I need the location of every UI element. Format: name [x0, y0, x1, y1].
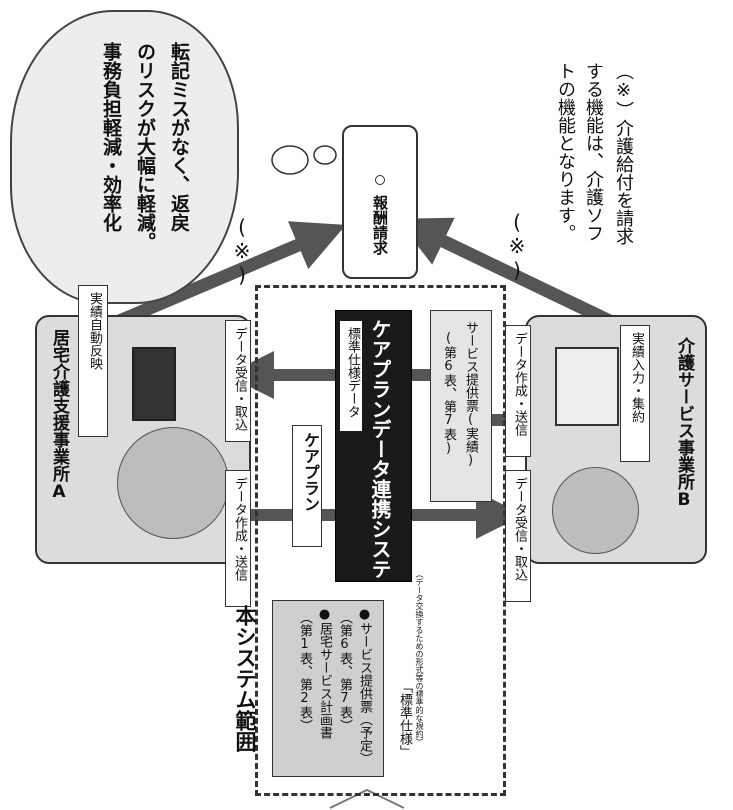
- office-a-send-tag: データ作成・送信: [225, 470, 251, 607]
- standard-spec-note: （データ交換するための形式等の標準的な規約）: [415, 570, 424, 746]
- system-scope: [255, 285, 506, 796]
- thought-bubble-small: [313, 145, 337, 165]
- note-mark-left: (※): [230, 215, 254, 287]
- claim-pin-icon: [375, 175, 385, 185]
- footnote-line-1: （※）介護給付を請求: [613, 62, 634, 245]
- arrow-b-to-claim: [396, 217, 621, 331]
- standard-data-box: 標準仕様データ: [340, 321, 362, 431]
- system-scope-title: 本システム範囲: [233, 605, 257, 752]
- office-a-reflect-tag: 実績自動反映: [78, 285, 108, 437]
- caregiver-illustration: [117, 427, 229, 539]
- tablet-icon: [555, 347, 619, 426]
- cloud-line-2: のリスクが大幅に軽減。: [134, 42, 156, 251]
- office-a-box: 居宅介護支援事業所A: [35, 315, 251, 564]
- thought-bubble-large: [271, 145, 309, 175]
- spec-box: ●サービス提供票（予定） （第6表、第7表） ●居宅サービス計画書 （第1表、第…: [272, 600, 384, 777]
- claim-label: 報酬請求: [371, 195, 389, 255]
- elderly-person-illustration: [552, 467, 639, 554]
- system-core: ケアプランデータ連携システ 標準仕様データ: [335, 310, 412, 582]
- footnote-line-3: トの機能となります。: [555, 62, 576, 242]
- cloud-line-1: 転記ミスがなく、返戻: [168, 42, 190, 232]
- standard-spec-title: 「標準仕様」: [397, 680, 412, 758]
- cloud-line-3: 事務負担軽減・効率化: [100, 42, 122, 232]
- arrow-a-to-claim: [107, 221, 346, 331]
- office-a-receive-tag: データ受信・取込: [225, 320, 251, 442]
- office-b-box: 介護サービス事業所B: [525, 315, 707, 564]
- thought-cloud: 転記ミスがなく、返戻 のリスクが大幅に軽減。 事務負担軽減・効率化: [10, 10, 239, 304]
- laptop-icon: [132, 347, 176, 421]
- careplan-label: ケアプラン: [292, 425, 322, 547]
- office-a-title: 居宅介護支援事業所A: [49, 329, 69, 502]
- footnote-line-2: する機能は、介護ソフ: [583, 62, 604, 242]
- system-name: ケアプランデータ連携システ: [368, 319, 392, 579]
- office-b-receive-tag: データ受信・取込: [505, 470, 531, 602]
- office-b-title: 介護サービス事業所B: [674, 337, 694, 510]
- service-record-box: サービス提供票(実績) (第6表、第7表): [430, 310, 492, 502]
- note-mark-right: (※): [505, 210, 529, 282]
- claim-box: 報酬請求: [342, 125, 418, 279]
- office-b-input-tag: 実績入力・集約: [620, 325, 650, 462]
- office-b-send-tag: データ作成・送信: [505, 325, 531, 457]
- chevron-shape: [329, 788, 405, 809]
